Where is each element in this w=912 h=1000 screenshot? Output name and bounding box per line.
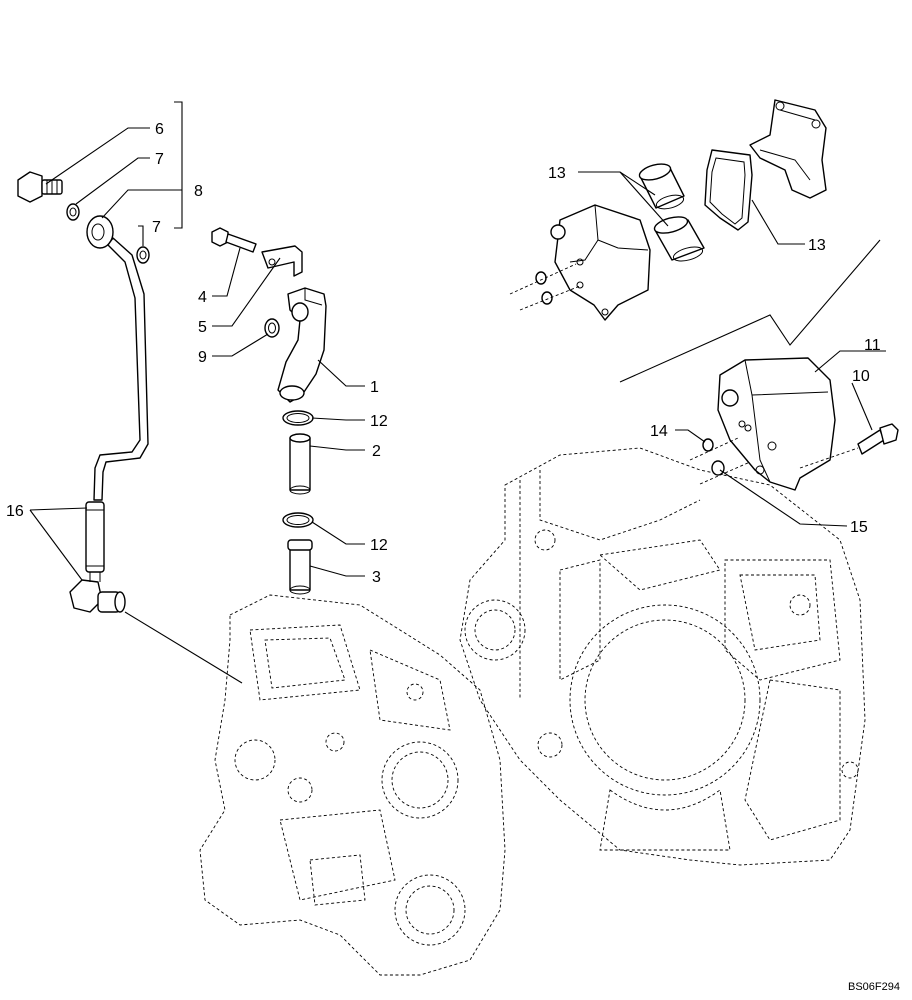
callout-6: 6 (155, 121, 164, 138)
callout-13-right: 13 (808, 237, 826, 254)
leader-lines (29, 101, 886, 581)
callout-8: 8 (194, 183, 203, 200)
oil-pipe (17, 171, 243, 684)
callout-10: 10 (852, 368, 870, 385)
callout-7-upper: 7 (155, 151, 164, 168)
callout-4: 4 (198, 289, 207, 306)
callout-1: 1 (370, 379, 379, 396)
center-parts (211, 227, 327, 595)
callout-3: 3 (372, 569, 381, 586)
timing-housing (199, 594, 506, 976)
callout-7-lower: 7 (152, 219, 161, 236)
figure-reference: BS06F294 (848, 981, 900, 993)
flywheel-housing (459, 447, 866, 866)
callout-15: 15 (850, 519, 868, 536)
callout-2: 2 (372, 443, 381, 460)
oil-cooler-assembly (509, 99, 881, 383)
callout-12-lower: 12 (370, 537, 388, 554)
oil-filter-housing (689, 357, 899, 491)
callout-numbers: 6 7 8 7 4 5 9 1 12 2 12 3 16 13 13 11 10… (6, 121, 900, 993)
callout-16: 16 (6, 503, 24, 520)
callout-14: 14 (650, 423, 668, 440)
callout-13-left: 13 (548, 165, 566, 182)
callout-11: 11 (864, 337, 881, 354)
callout-12-upper: 12 (370, 413, 388, 430)
callout-5: 5 (198, 319, 207, 336)
callout-9: 9 (198, 349, 207, 366)
